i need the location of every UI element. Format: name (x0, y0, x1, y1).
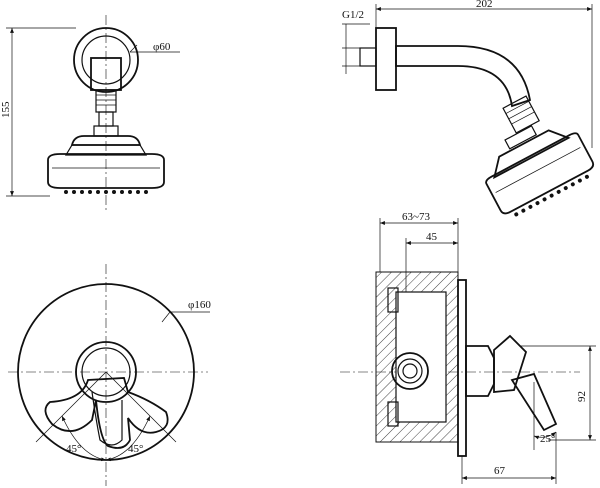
lever-handle (44, 377, 169, 449)
dim-phi160: φ160 (188, 299, 211, 311)
dim-25deg: 25° (540, 433, 555, 445)
dim-45-right: 45° (128, 443, 143, 455)
dim-92: 92 (576, 391, 588, 402)
dim-45-left: 45° (66, 443, 81, 455)
dim-45: 45 (426, 231, 438, 243)
dim-63-73: 63~73 (402, 211, 430, 223)
dim-202: 202 (476, 0, 493, 10)
dim-g12: G1/2 (342, 9, 364, 21)
dim-155: 155 (0, 101, 12, 118)
shower-head-front-view: 155 φ60 (0, 15, 180, 212)
dim-phi60: φ60 (153, 41, 171, 53)
dim-67: 67 (494, 465, 506, 477)
valve-plate-front-view: 45° 45° φ160 (8, 264, 211, 486)
shower-head-side-view: G1/2 202 (342, 0, 595, 217)
wall-flange-circle (73, 27, 139, 93)
nozzle-row (64, 190, 148, 194)
lever-arm (510, 372, 558, 432)
valve-side-section: 63~73 45 92 25° 67 (340, 211, 596, 484)
